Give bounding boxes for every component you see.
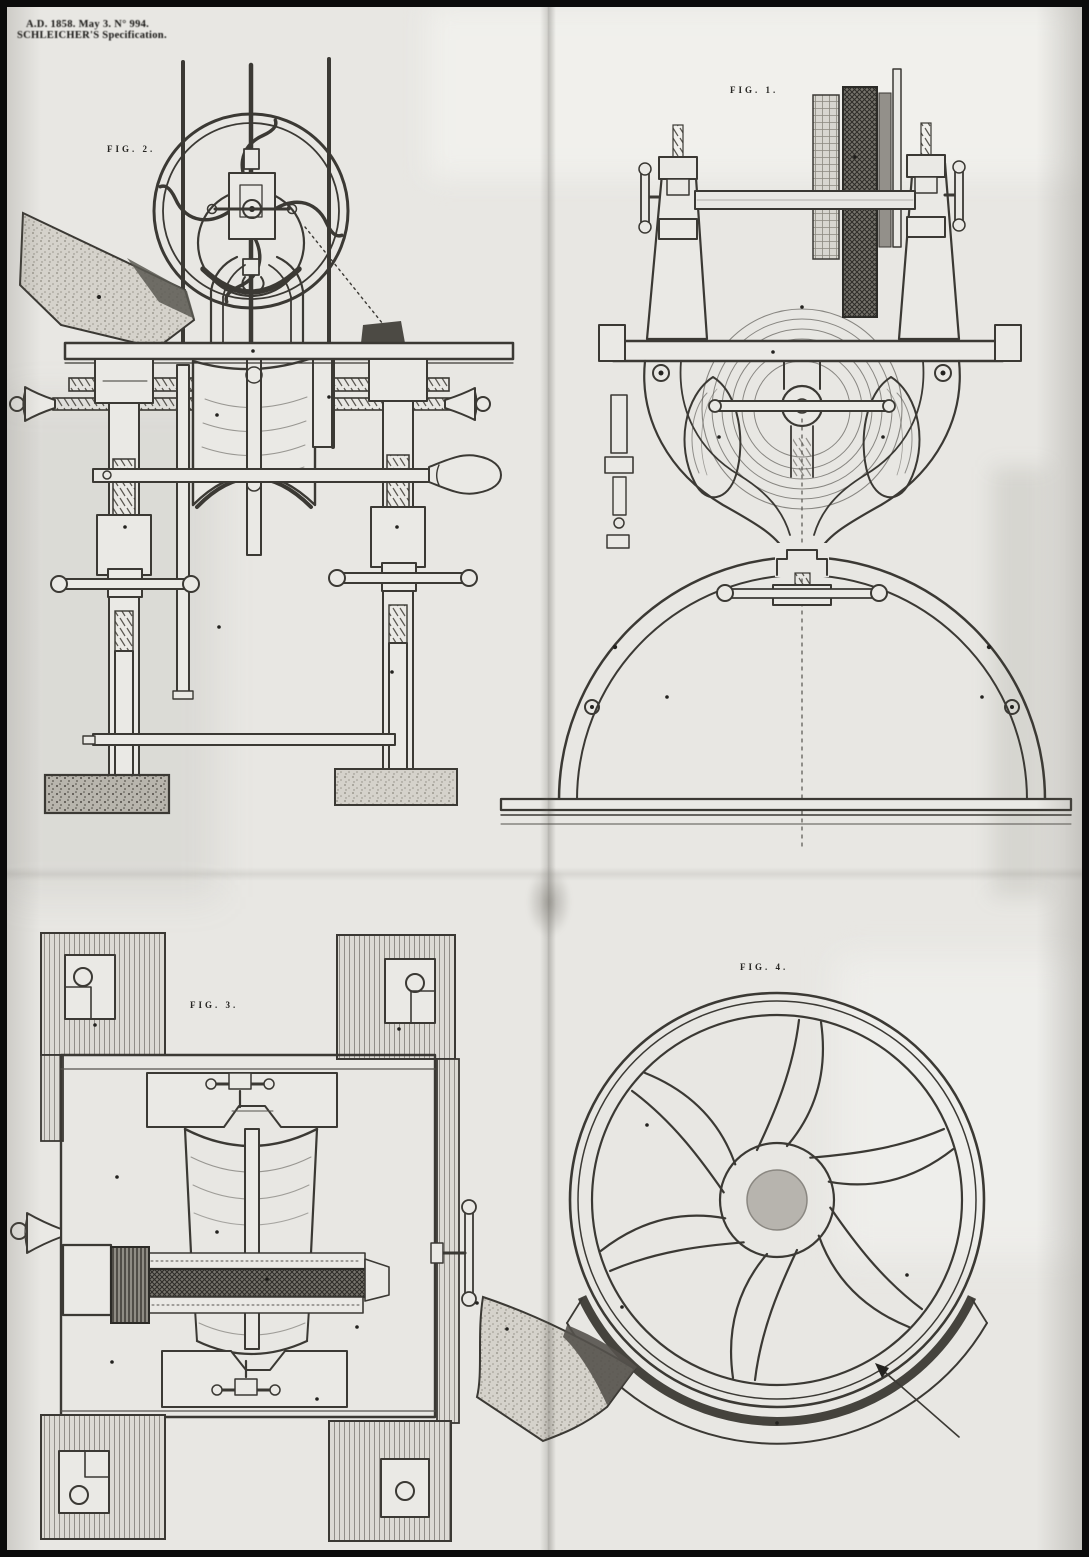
fig3-plan-view-drawing [10, 932, 477, 1542]
drive-strap [475, 1295, 637, 1443]
page-edge-shadow-right [1036, 7, 1082, 1550]
patent-date-number: A.D. 1858. May 3. N° 994. [26, 19, 150, 30]
bottom-bearing-block [161, 1350, 348, 1408]
page-edge-shadow-left [7, 7, 41, 1550]
fig4-drive-wheel-drawing [475, 991, 988, 1445]
horizontal-fold-crease [7, 867, 1082, 881]
center-column [708, 360, 896, 848]
top-bearing-block [146, 1072, 338, 1128]
side-bracket [604, 394, 634, 549]
base-board [499, 797, 1073, 812]
wheel-yoke [209, 255, 305, 345]
left-foot [43, 773, 171, 815]
pointer-arrow [875, 1363, 960, 1438]
fig3-label: FIG. 3. [190, 1000, 239, 1010]
wheel-rim-outer [568, 991, 986, 1409]
wheel-hub [718, 1141, 836, 1259]
fold-smudge [527, 867, 571, 937]
plan-knob-left [10, 1212, 62, 1254]
fig4-label: FIG. 4. [740, 962, 789, 972]
axle-bore [746, 1169, 808, 1231]
right-foot [334, 768, 458, 806]
fig1-front-elevation-drawing [499, 68, 1073, 848]
fig1 [499, 68, 1073, 848]
adjusting-knob-left [9, 386, 56, 422]
frame-curves [643, 359, 961, 559]
right-leg [328, 358, 478, 806]
adjusting-knob-right [444, 387, 491, 421]
flywheel [152, 112, 350, 310]
wheel-rim-inner [590, 1013, 964, 1387]
arch-frame [557, 543, 1047, 802]
fig2 [9, 57, 515, 815]
right-post-screws [906, 122, 966, 238]
fig2-label: FIG. 2. [107, 144, 156, 154]
fig4 [475, 991, 988, 1445]
left-post-screws [638, 124, 698, 240]
fig1-label: FIG. 1. [730, 85, 779, 95]
vertical-fold-crease [540, 7, 556, 1550]
patent-title: SCHLEICHER'S Specification. [17, 30, 167, 41]
bench-table [63, 341, 515, 361]
plan-screw-right [430, 1199, 477, 1307]
fig3 [10, 932, 477, 1542]
crank-handle [92, 454, 502, 495]
fig2-side-elevation-drawing [9, 57, 515, 815]
left-leg [43, 358, 200, 815]
worm-shaft [61, 1243, 390, 1324]
wheel-spokes [599, 1018, 955, 1382]
sheet-header: A.D. 1858. May 3. N° 994. SCHLEICHER'S S… [17, 19, 167, 41]
